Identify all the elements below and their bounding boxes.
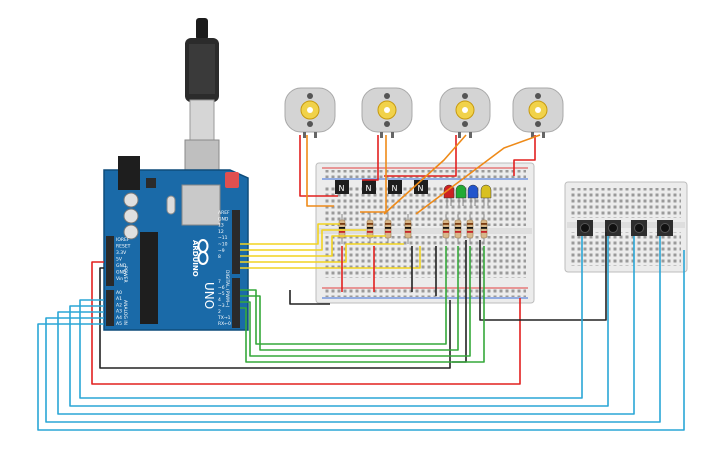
transistor-label: N [392, 184, 398, 193]
blue-wire [79, 236, 583, 399]
led [480, 184, 492, 206]
dc-motor [512, 87, 564, 138]
atmega-chip [140, 232, 158, 324]
pin-label: 4 [218, 297, 221, 303]
pin-label: A0 [116, 290, 122, 296]
orange-wire [415, 134, 541, 215]
pin-label: A3 [116, 309, 122, 315]
black-wire [99, 267, 451, 369]
resistor [338, 214, 346, 244]
pin-label: 7 [218, 279, 221, 285]
pin-label: ~11 [218, 235, 228, 241]
black-wire [289, 290, 330, 305]
arduino-uno-board: ARDUINO UNO DIGITAL (PWM~) POWER ANALOG … [103, 156, 249, 331]
pin-label: IOREF [116, 237, 130, 243]
green-wire [240, 246, 485, 363]
led [455, 184, 467, 206]
pin-label: ~10 [218, 242, 228, 248]
transistor-label: N [418, 184, 424, 193]
pin-label: RX←0 [218, 321, 231, 327]
pin-label: A4 [116, 315, 122, 321]
pin-label: 3.3V [116, 250, 127, 256]
pin-label: ~6 [218, 285, 225, 291]
transistor: N [362, 180, 376, 194]
pin-label: RESET [116, 244, 131, 250]
blue-wire [57, 236, 635, 415]
push-button[interactable] [605, 220, 621, 236]
black-wire [479, 232, 607, 321]
pin-label: 5V [116, 257, 123, 263]
arduino-model-label: UNO [202, 282, 216, 309]
yellow-wire [240, 243, 404, 263]
transistor: N [388, 180, 402, 194]
resistor [454, 214, 462, 244]
pin-label: Vin [116, 276, 123, 282]
transistor-label: N [366, 184, 372, 193]
yellow-wire [240, 229, 366, 251]
blue-wire [37, 250, 685, 431]
blue-wire [45, 236, 661, 423]
yellow-wire [240, 235, 386, 257]
pin-label: AREF [218, 210, 230, 216]
analog-header-label: ANALOG IN [122, 300, 128, 325]
green-wire [240, 246, 471, 357]
pin-label: ~9 [218, 248, 225, 254]
resistor [404, 214, 412, 244]
reset-button[interactable] [225, 172, 239, 188]
usb-cable [184, 18, 220, 187]
breadboard-buttons [564, 181, 688, 273]
arduino-brand-label: ARDUINO [191, 240, 199, 277]
pin-label: ~5 [218, 291, 225, 297]
red-wire [299, 135, 338, 197]
red-wire [513, 135, 536, 176]
resistor [480, 214, 488, 244]
red-wire [91, 261, 521, 385]
pin-label: 13 [218, 223, 224, 229]
red-wire [362, 135, 379, 181]
power-jack [118, 156, 140, 190]
power-header-label: POWER [122, 266, 128, 283]
resistor [384, 214, 392, 244]
pin-label: A2 [116, 302, 122, 308]
dc-motor [361, 87, 413, 138]
red-wire [384, 135, 457, 177]
pin-label: 2 [218, 309, 221, 315]
orange-wire [383, 134, 467, 215]
orange-wire [306, 135, 334, 207]
resistor [466, 214, 474, 244]
pin-label: A1 [116, 296, 122, 302]
yellow-wire [240, 246, 421, 269]
pin-label: TX→1 [217, 315, 231, 321]
dc-motor [439, 87, 491, 138]
pin-label: 12 [218, 229, 224, 235]
digital-header-label: DIGITAL (PWM~) [224, 270, 230, 308]
green-wire [240, 246, 459, 351]
green-wire [240, 246, 447, 345]
transistor: N [414, 180, 428, 194]
pin-label: GND [218, 216, 229, 222]
dc-motor [284, 87, 336, 138]
led [467, 184, 479, 206]
push-button[interactable] [631, 220, 647, 236]
resistor [366, 214, 374, 244]
pin-label: GND [116, 263, 127, 269]
transistor-label: N [339, 184, 345, 193]
pin-label: 8 [218, 254, 221, 260]
push-button[interactable] [577, 220, 593, 236]
pin-label: GND [116, 270, 127, 276]
resistor [442, 214, 450, 244]
yellow-wire [240, 223, 340, 245]
push-button[interactable] [657, 220, 673, 236]
blue-wire [69, 236, 609, 407]
pin-label: ~3 [218, 303, 225, 309]
transistor: N [335, 180, 349, 194]
pin-label: A5 [116, 321, 122, 327]
